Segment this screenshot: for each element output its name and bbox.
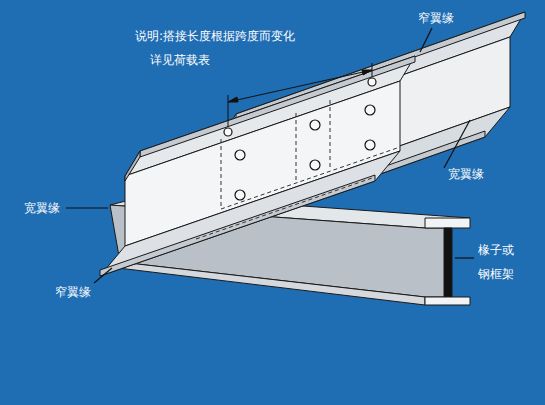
flange-label: 窄翼缘 [55, 284, 91, 301]
member-label: 椽子或 钢框架 [478, 238, 518, 286]
bolt [365, 105, 375, 115]
note-text: 说明:搭接长度根据跨度而变化 [135, 28, 295, 45]
hole [224, 128, 232, 136]
flange-label: 宽翼缘 [448, 166, 484, 183]
leader-line [94, 268, 112, 283]
rafter-section-bottom [425, 297, 470, 305]
rafter-section-web [444, 228, 452, 297]
purlin-a-bottom-flange [100, 151, 400, 276]
bolt [235, 190, 245, 200]
note-text: 详见荷载表 [150, 52, 210, 69]
dimension-line [228, 70, 372, 102]
flange-label: 窄翼缘 [418, 10, 454, 27]
dimension-arrow [228, 97, 238, 102]
bolt [235, 150, 245, 160]
leader-line [444, 120, 470, 168]
bolt [310, 120, 320, 130]
hidden-edge [196, 177, 375, 239]
hidden-edge [221, 139, 222, 209]
purlin-a-bottom-lip [100, 175, 375, 276]
leader-line [420, 28, 432, 52]
hole [368, 78, 376, 86]
leader-line [455, 257, 474, 258]
hidden-edge [296, 113, 297, 183]
leader-line [66, 207, 108, 208]
dimension-arrow [362, 70, 372, 75]
purlin-a-web [125, 81, 400, 246]
bolt [310, 160, 320, 170]
hidden-edge [330, 100, 331, 170]
rafter-bottom-flange [118, 262, 425, 305]
flange-label: 宽翼缘 [24, 200, 60, 217]
rafter-section-top [425, 218, 470, 228]
bolt [365, 140, 375, 150]
purlin-a-end [125, 151, 140, 181]
extension-line [228, 95, 229, 127]
